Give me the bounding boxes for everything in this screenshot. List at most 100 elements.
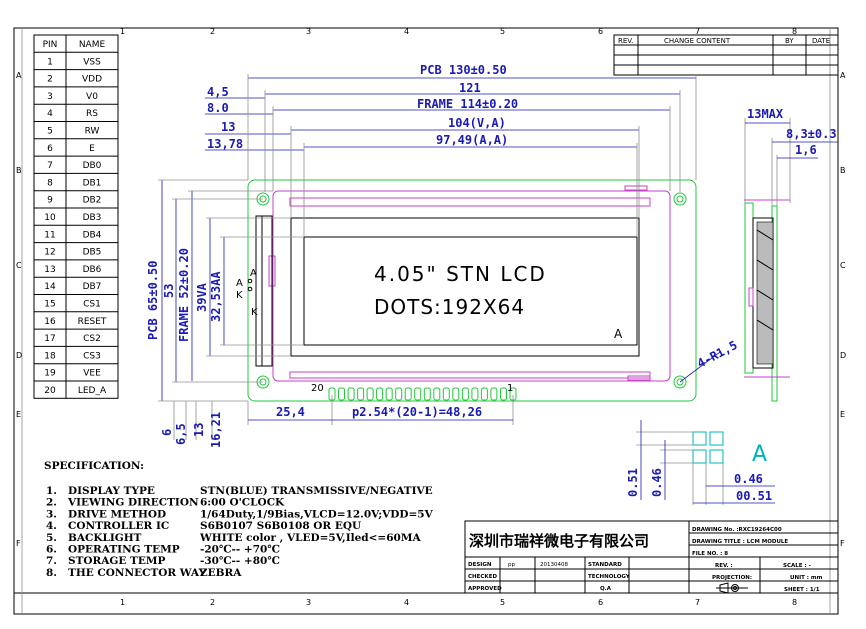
spec-label: BACKLIGHT xyxy=(68,532,142,544)
grid-col-label: 3 xyxy=(306,598,311,607)
pin-number: 13 xyxy=(44,265,55,275)
dim-b6-5: 6,5 xyxy=(174,423,188,445)
pin-name: DB7 xyxy=(83,282,102,292)
pin-number: 18 xyxy=(44,351,56,361)
connector-pad xyxy=(338,387,345,401)
connector-pad xyxy=(385,387,393,401)
grid-col-label: 1 xyxy=(120,27,125,36)
pixel-pitch-v: 0.51 xyxy=(626,468,640,497)
spec-number: 4. xyxy=(46,520,57,532)
dim-121: 121 xyxy=(459,81,481,95)
pin-number: 6 xyxy=(47,144,53,154)
spec-item: 3. DRIVE METHOD 1/64Duty,1/9Bias,VLCD=12.0… xyxy=(46,508,434,520)
company-name: 深圳市瑞祥微电子有限公司 xyxy=(469,532,649,550)
spec-label: DISPLAY TYPE xyxy=(68,485,155,497)
projection-label: PROJECTION: xyxy=(712,575,752,581)
pin-number: 3 xyxy=(47,92,53,102)
connector-pad xyxy=(480,387,488,401)
spec-label: CONTROLLER IC xyxy=(68,520,169,532)
grid-col-label: 1 xyxy=(120,598,125,607)
pixel-size-v: 0.46 xyxy=(650,468,664,497)
pin-table-header: NAME xyxy=(79,40,106,50)
grid-col-label: 5 xyxy=(500,27,505,36)
frame-height-dim: FRAME 52±0.20 xyxy=(177,248,191,342)
hole-radius-dim: 4-R1,5 xyxy=(695,338,740,371)
change-header: CHANGE CONTENT xyxy=(664,37,731,45)
technology-label: TECHNOLOGY xyxy=(588,574,631,580)
dim-4-5: 4,5 xyxy=(207,85,229,99)
connector-pad xyxy=(395,387,403,401)
connector-pad xyxy=(461,387,469,401)
pin-name: DB3 xyxy=(83,213,102,223)
grid-row-label: C xyxy=(840,261,846,270)
approved-label: APPROVED xyxy=(468,586,502,592)
connector-pad xyxy=(414,387,422,401)
grid-col-label: 7 xyxy=(695,598,700,607)
standard-label: STANDARD xyxy=(588,562,622,568)
file-number: FILE NO. : 8 xyxy=(692,551,728,557)
spec-number: 2. xyxy=(46,497,57,509)
dim-13: 13 xyxy=(221,120,235,134)
design-by: pp xyxy=(508,562,515,568)
spec-number: 3. xyxy=(46,508,57,520)
dim-13-78: 13,78 xyxy=(207,137,243,151)
grid-row-label: F xyxy=(16,539,21,548)
pin-number: 14 xyxy=(44,282,56,292)
grid-row-label: B xyxy=(840,166,846,175)
connector-pad xyxy=(366,387,374,401)
left-dimensions: PCB 65±0.50 53 FRAME 52±0.20 39VA 32,53A… xyxy=(146,179,304,448)
grid-row-label: A xyxy=(16,71,22,80)
pin-name: DB2 xyxy=(83,196,102,206)
spec-value: STN(BLUE) TRANSMISSIVE/NEGATIVE xyxy=(200,485,433,497)
pin-name: DB0 xyxy=(83,161,102,171)
pcb-thickness-dim: 1,6 xyxy=(795,143,817,157)
pin20-label: 20 xyxy=(311,383,324,394)
revision-block: REV. CHANGE CONTENT BY DATE xyxy=(613,34,839,76)
pcb-outline xyxy=(247,179,697,402)
spec-value: 6:00 O'CLOCK xyxy=(200,497,285,509)
spec-value: 1/64Duty,1/9Bias,VLCD=12.0V;VDD=5V xyxy=(200,508,434,520)
grid-row-label: E xyxy=(840,410,845,419)
backlight-strip xyxy=(255,215,273,367)
spec-label: DRIVE METHOD xyxy=(68,508,166,520)
metal-frame xyxy=(272,190,671,382)
lcd-a-mark: A xyxy=(614,327,623,341)
active-area xyxy=(303,236,638,346)
pin-name: RS xyxy=(86,109,98,119)
pin-number: 7 xyxy=(47,161,53,171)
connector-pads xyxy=(328,387,517,401)
pin-number: 1 xyxy=(47,57,53,67)
mounting-hole-tr xyxy=(673,192,687,206)
pin-number: 8 xyxy=(47,178,53,188)
connector-pad xyxy=(433,387,441,401)
thickness-dim: 8,3±0.3 xyxy=(786,127,837,141)
spec-item: 7.STORAGE TEMP-30℃-- +80℃ xyxy=(46,555,280,567)
pin-number: 2 xyxy=(47,75,53,85)
dim-b6: 6 xyxy=(160,429,174,436)
pin-number: 9 xyxy=(47,196,53,206)
scale-label: SCALE : - xyxy=(783,563,811,569)
design-label: DESIGN xyxy=(468,562,492,568)
grid-row-label: E xyxy=(16,410,21,419)
aa-width-dim: 97,49(A,A) xyxy=(436,133,508,147)
pin-number: 16 xyxy=(44,317,56,327)
pixel-detail: 0.51 0.46 0.46 00.51 A xyxy=(626,420,775,505)
dim-b16-21: 16,21 xyxy=(209,412,223,448)
dim-25-4: 25,4 xyxy=(276,405,305,419)
spec-title: SPECIFICATION: xyxy=(44,460,144,472)
lcd-dots-text: DOTS:192X64 xyxy=(374,295,525,319)
date-header: DATE xyxy=(812,37,830,45)
